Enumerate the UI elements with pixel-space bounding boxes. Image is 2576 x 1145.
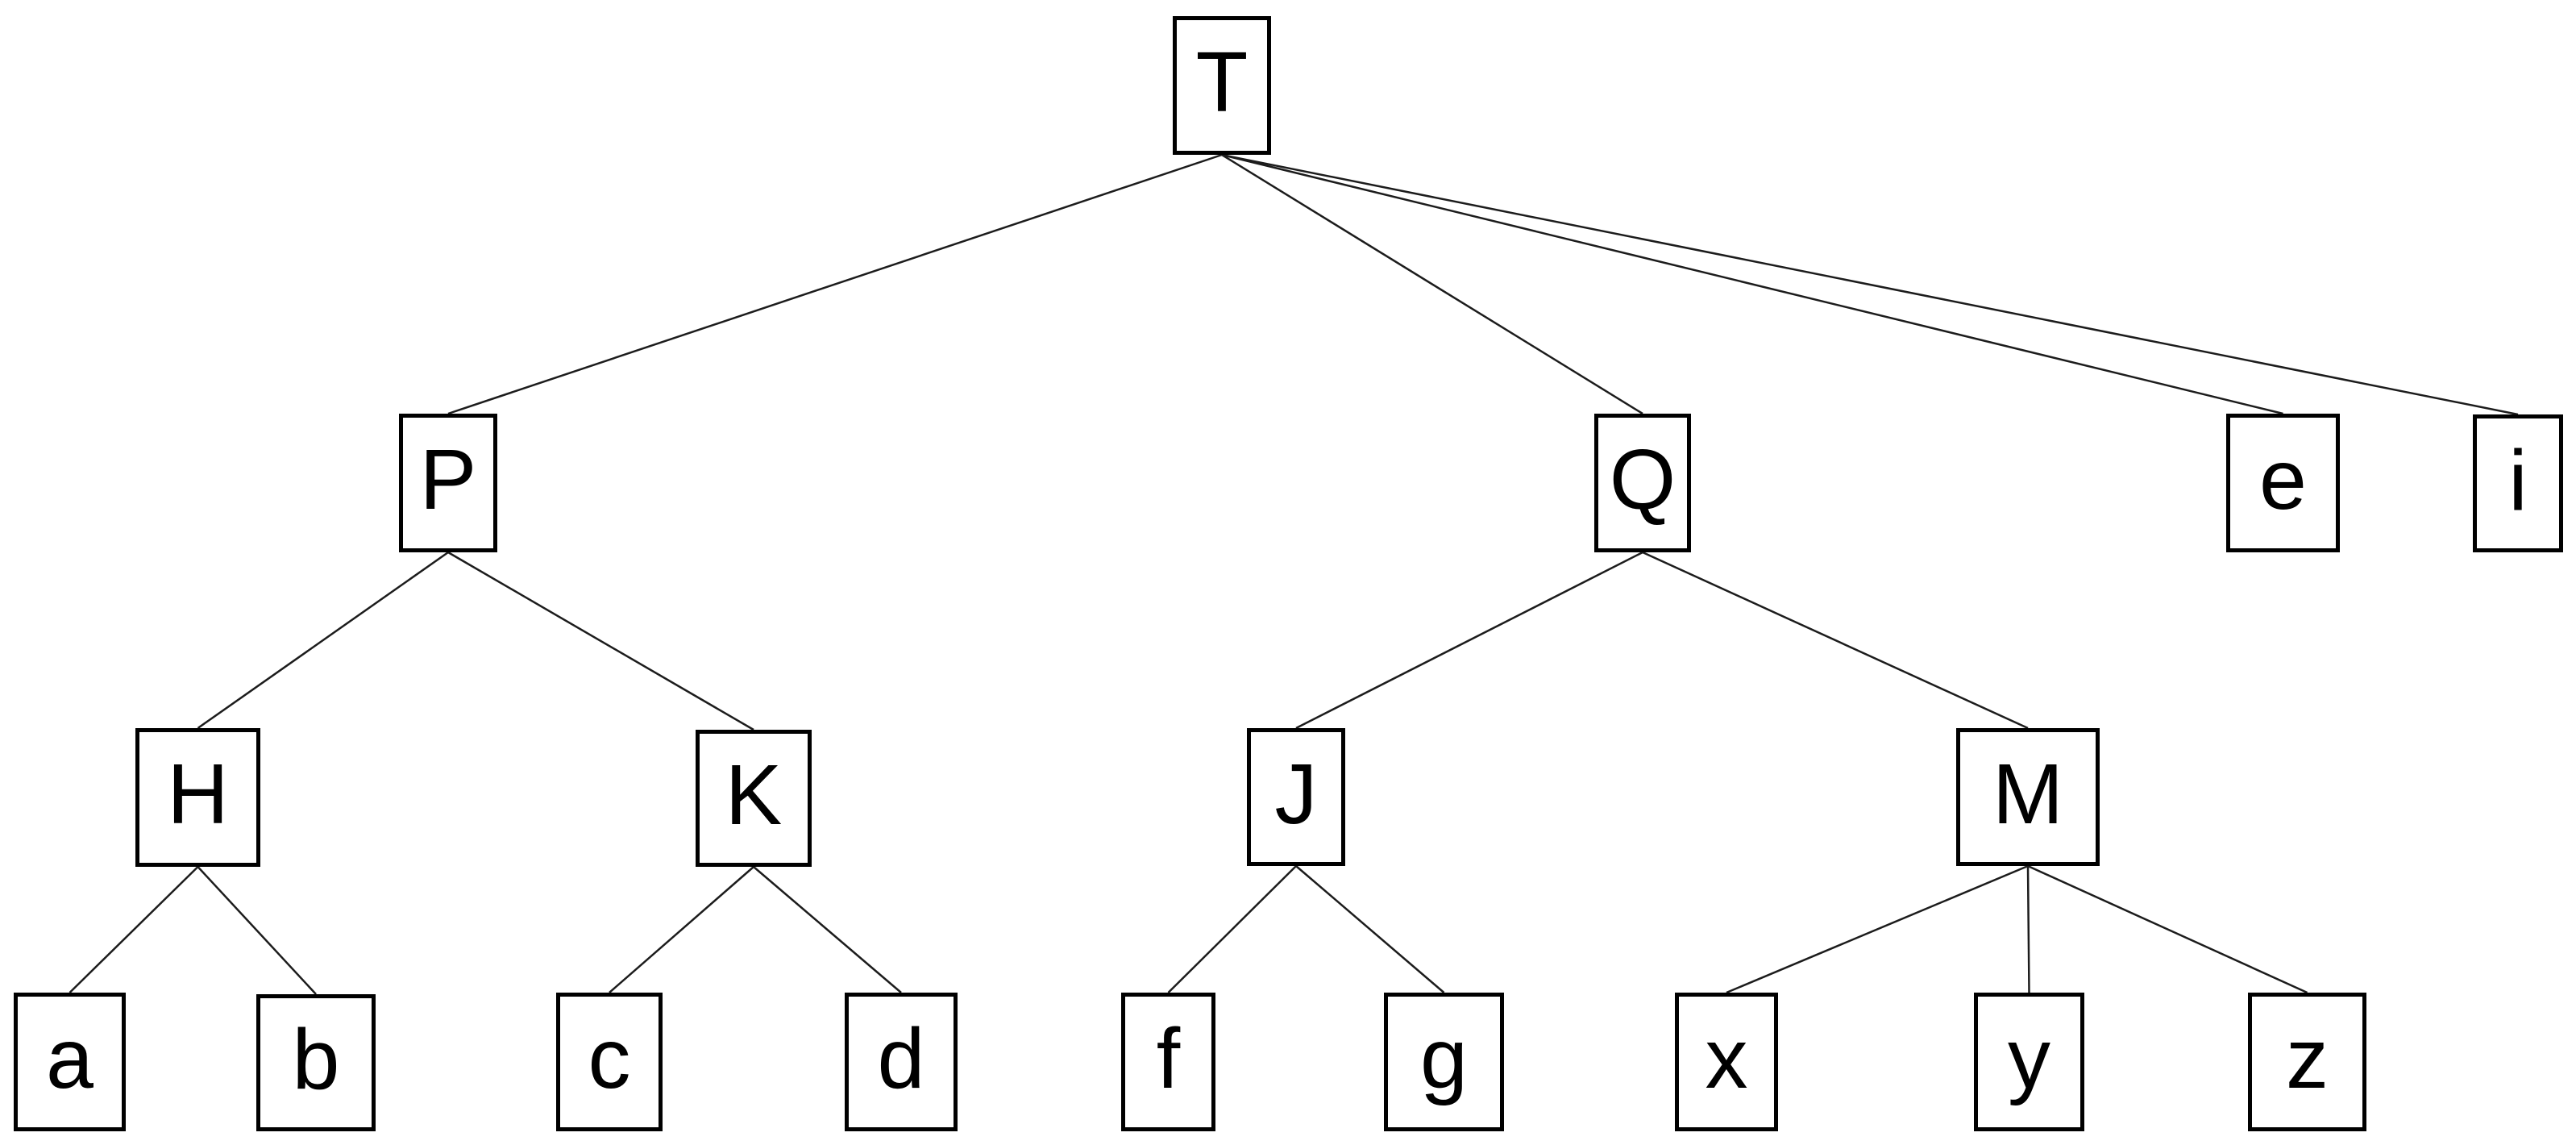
node-K: K [696,730,812,867]
node-label: K [725,747,783,843]
edge-H-b [197,866,317,995]
node-d: d [845,993,958,1131]
edge-T-Q [1221,153,1643,415]
node-label: e [2259,432,2307,527]
node-z: z [2248,993,2366,1131]
node-y: y [1974,993,2084,1131]
edge-T-P [447,153,1223,415]
node-P: P [399,414,497,552]
node-label: d [877,1011,925,1106]
edge-Q-M [1642,551,2029,730]
node-i: i [2473,414,2563,552]
edge-K-d [753,866,902,993]
node-label: M [1992,746,2064,842]
node-label: g [1420,1011,1468,1106]
node-label: Q [1609,432,1676,527]
node-label: i [2508,432,2528,528]
edge-H-a [69,866,199,993]
edge-M-y [2026,865,2030,993]
node-a: a [14,993,126,1131]
edge-K-c [609,866,754,993]
node-label: P [419,432,477,527]
node-T: T [1173,16,1271,155]
node-b: b [256,994,376,1131]
node-f: f [1121,993,1215,1131]
node-label: y [2008,1011,2050,1106]
node-H: H [135,728,260,867]
edge-T-i [1221,153,2519,416]
edge-J-f [1167,865,1297,993]
edge-M-x [1726,864,2029,994]
node-label: T [1195,35,1249,130]
edge-P-H [197,551,449,730]
node-label: f [1156,1011,1181,1106]
edge-J-g [1295,865,1445,993]
node-g: g [1384,993,1504,1131]
node-c: c [556,993,663,1131]
edge-T-e [1221,153,2283,415]
node-label: J [1274,746,1318,842]
node-J: J [1247,728,1345,866]
edge-P-K [447,551,754,731]
node-M: M [1956,728,2100,866]
node-e: e [2226,414,2340,552]
edge-M-z [2027,864,2308,994]
edge-Q-J [1295,551,1643,730]
node-label: z [2286,1011,2329,1106]
node-label: c [588,1011,631,1106]
node-Q: Q [1594,414,1691,552]
node-label: x [1705,1011,1748,1106]
node-label: b [292,1012,340,1107]
node-x: x [1675,993,1778,1131]
node-label: H [167,747,229,842]
node-label: a [46,1011,93,1106]
